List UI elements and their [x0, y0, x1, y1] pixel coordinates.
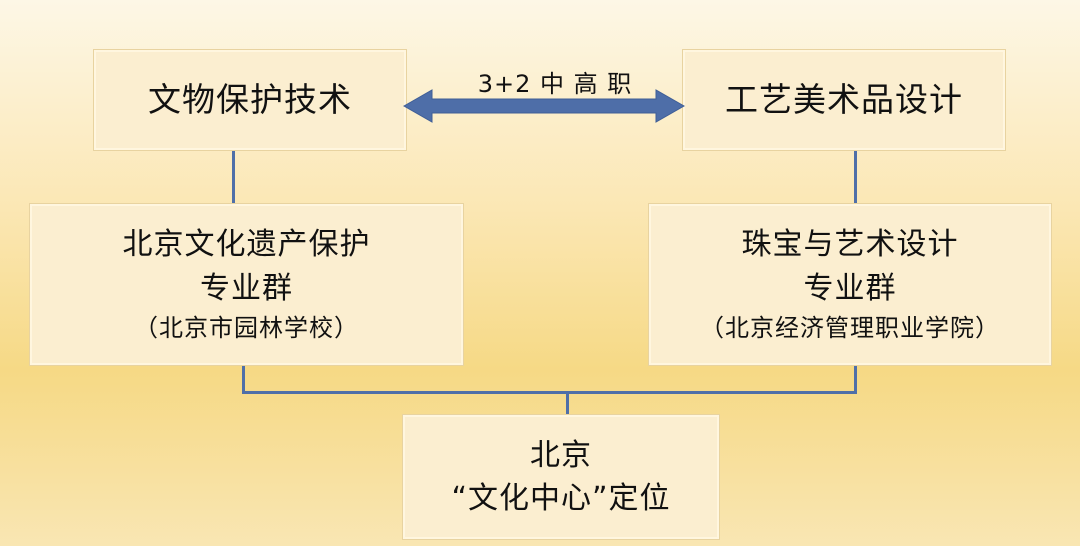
arrow-label: 3+2 中 高 职: [477, 70, 633, 98]
double-arrow-icon: [402, 89, 686, 123]
connector-left-top: [232, 150, 235, 204]
box-cultural-relic-protection: 文物保护技术: [94, 50, 406, 150]
box-heritage-protection-group: 北京文化遗产保护 专业群 （北京市园林学校）: [30, 204, 463, 365]
connector-left-bottom: [242, 365, 245, 393]
box-jewelry-art-design-group: 珠宝与艺术设计 专业群 （北京经济管理职业学院）: [649, 204, 1051, 365]
bottom-line2: “文化中心”定位: [451, 481, 671, 516]
bottom-line1: 北京: [530, 437, 592, 473]
box-craft-art-design: 工艺美术品设计: [683, 50, 1005, 150]
group-school: （北京市园林学校）: [134, 314, 359, 342]
connector-horizontal: [242, 391, 857, 394]
group-school: （北京经济管理职业学院）: [700, 314, 1000, 342]
connector-right-top: [854, 150, 857, 204]
group-title: 珠宝与艺术设计: [741, 227, 959, 262]
group-subtitle: 专业群: [200, 270, 293, 306]
group-subtitle: 专业群: [803, 270, 897, 306]
connector-center: [566, 391, 569, 415]
connector-right-bottom: [854, 365, 857, 393]
box-beijing-culture-center: 北京 “文化中心”定位: [403, 415, 719, 539]
group-title: 北京文化遗产保护: [122, 227, 371, 262]
box-label: 文物保护技术: [148, 80, 352, 120]
box-label: 工艺美术品设计: [725, 80, 963, 120]
